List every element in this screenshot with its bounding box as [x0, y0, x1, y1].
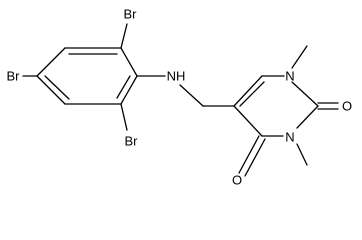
- bond-c5-c6r: [233, 75, 263, 107]
- atom-nh: NH: [167, 69, 186, 84]
- atom-n1: N: [285, 69, 294, 84]
- atom-n3: N: [285, 130, 294, 145]
- bond-c2-br-top: [120, 23, 128, 49]
- benzene-ring: [36, 47, 138, 105]
- bond-n1-methyl: [291, 45, 308, 69]
- atom-br-left: Br: [7, 69, 21, 84]
- bond-c4r-c5: [233, 105, 263, 137]
- atom-o2: O: [342, 99, 352, 114]
- bond-c4-c5: [36, 75, 66, 105]
- bond-c3-c4: [36, 47, 66, 77]
- bond-c6-c1-inner: [116, 75, 131, 99]
- bond-c6-c1: [120, 75, 138, 105]
- bond-c4-c5-inner: [44, 75, 70, 100]
- bond-c1-c2: [120, 47, 138, 77]
- bond-n3-methyl: [296, 143, 308, 166]
- bond-c5-c6r-inner: [239, 81, 265, 107]
- bond-c4r-o4: [238, 135, 260, 174]
- bond-c6-br-bottom: [120, 103, 128, 131]
- bond-c2r-n3: [296, 105, 319, 129]
- pyrimidine-ring: [233, 75, 319, 137]
- molecule-diagram: Br Br Br NH N N O O: [7, 7, 353, 188]
- atom-br-bottom: Br: [125, 134, 139, 149]
- bond-c4r-o4-second: [244, 138, 266, 177]
- bond-nh-ch2: [179, 84, 204, 107]
- atom-br-top: Br: [124, 7, 138, 22]
- atom-o4: O: [232, 173, 242, 188]
- bond-n1-c2r: [291, 81, 319, 107]
